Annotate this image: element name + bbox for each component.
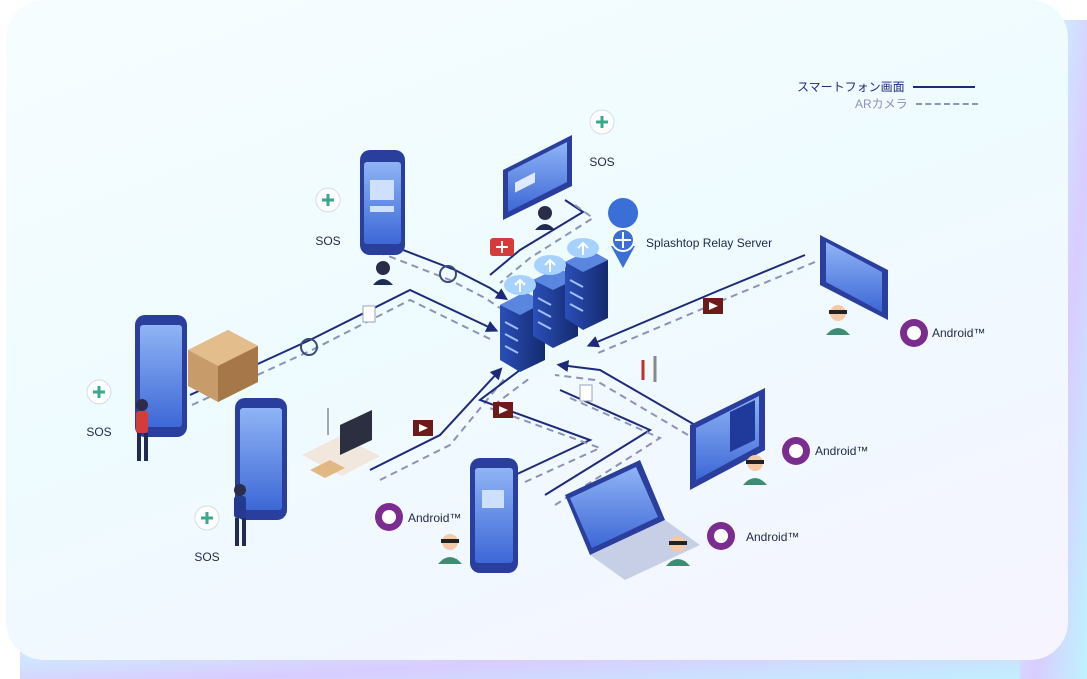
avatar-top-phone (373, 261, 393, 285)
line-laptop-to-server (544, 389, 653, 496)
document-icon-1 (362, 305, 376, 323)
avatar-right-monitor (743, 455, 767, 485)
avatar-top-monitor (535, 206, 555, 230)
line-tv-to-server (369, 367, 503, 471)
dash-bottom-phone-to-server (487, 377, 603, 483)
document-icon-2 (579, 384, 593, 402)
sos-label-top-left: SOS (315, 234, 341, 248)
legend-solid-label: スマートフォン画面 (797, 80, 905, 94)
rotate-icon-2 (300, 338, 318, 356)
sos-icon-top-right (589, 109, 615, 135)
rotate-icon-1 (439, 265, 457, 283)
relay-server-cluster (500, 238, 608, 372)
line-right-tablet-to-server (586, 254, 806, 348)
android-label-bottom-phone: Android™ (408, 511, 462, 525)
video-icon-3 (703, 298, 723, 314)
cardboard-boxes (188, 330, 258, 402)
upload-arrow-icon (514, 241, 589, 292)
video-icons (413, 298, 723, 436)
legend-dashed-label: ARカメラ (855, 97, 908, 111)
legend-dashed-swatch (915, 102, 978, 105)
first-aid-icon (490, 238, 514, 256)
sos-icon-top-left (315, 187, 341, 213)
server-rack-3 (565, 250, 608, 330)
line-bottom-phone-to-server (477, 369, 593, 476)
dash-monitor-to-server (554, 374, 689, 436)
tools-icon (641, 356, 657, 382)
android-badges (375, 319, 928, 550)
android-label-laptop: Android™ (746, 530, 800, 544)
relay-server-pin-icon (608, 198, 639, 268)
android-icon-right-monitor (782, 437, 810, 465)
phone-bottom-center (470, 458, 518, 573)
line-top-phone-to-server (384, 242, 508, 300)
sos-icon-left (86, 379, 112, 405)
video-icon-2 (493, 402, 513, 418)
sos-badges (86, 109, 615, 531)
dash-laptop-to-server (554, 397, 663, 506)
living-room-scene (302, 408, 380, 478)
avatar-bottom-phone (438, 534, 462, 564)
android-label-right-monitor: Android™ (815, 444, 869, 458)
monitor-top-center (503, 135, 572, 220)
dash-tv-to-server (379, 377, 506, 481)
rotate-icons (300, 265, 457, 356)
laptop (565, 460, 700, 580)
relay-server-label: Splashtop Relay Server (646, 236, 773, 250)
android-icon-laptop (707, 522, 735, 550)
legend-solid-row: スマートフォン画面 (797, 78, 975, 95)
person-red (136, 399, 148, 461)
operator-avatars (373, 206, 850, 566)
phone-top (360, 150, 405, 255)
phone-left-second (235, 398, 287, 520)
document-icons (362, 305, 593, 402)
sos-label-top-right: SOS (589, 155, 615, 169)
video-icon-1 (413, 420, 433, 436)
avatar-laptop (666, 536, 690, 566)
sos-label-left: SOS (86, 425, 112, 439)
tablet-right (820, 235, 888, 320)
avatar-right-tablet (826, 305, 850, 335)
sos-label-bottom-left: SOS (194, 550, 220, 564)
line-monitor-to-server (556, 360, 696, 426)
android-icon-bottom-phone (375, 503, 403, 531)
legend-solid-swatch (912, 85, 975, 88)
android-icon-right-tablet (900, 319, 928, 347)
phone-left-large (135, 315, 187, 437)
monitor-right (690, 388, 765, 490)
dash-top-phone-to-server (377, 251, 501, 309)
sos-icon-bottom-left (194, 505, 220, 531)
android-label-right-tablet: Android™ (932, 326, 986, 340)
legend-dashed-row: ARカメラ (855, 95, 978, 112)
line-top-monitor-to-server (489, 199, 585, 276)
person-blue (234, 484, 246, 546)
